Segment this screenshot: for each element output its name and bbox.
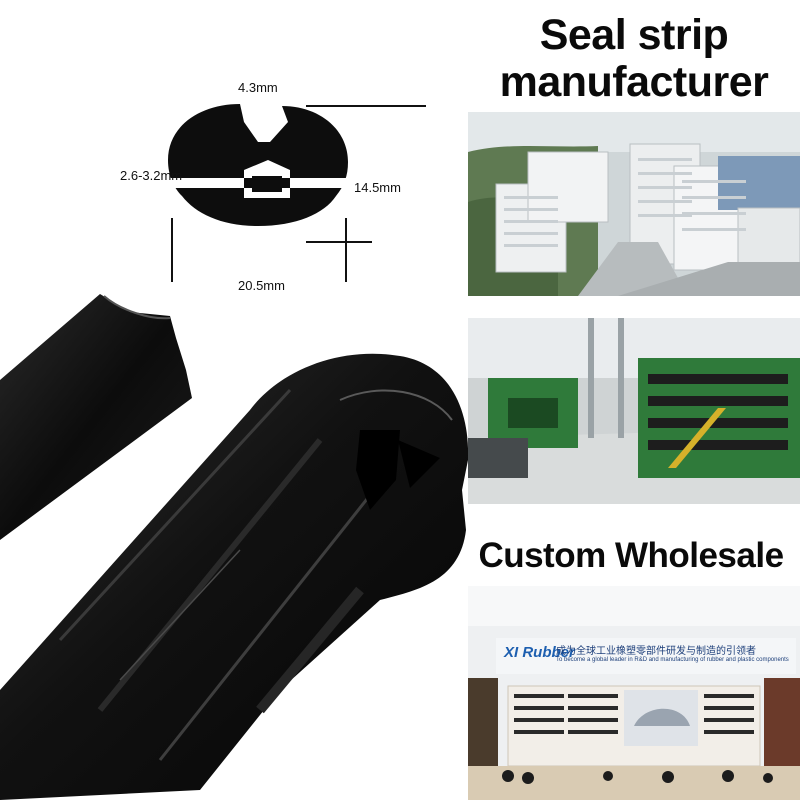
dim-label-bottom-width: 20.5mm [238, 278, 285, 293]
production-floor-photo [468, 318, 800, 504]
banner-english-slogan: To become a global leader in R&D and man… [556, 657, 789, 663]
showroom-banner: XI Rubber 成为全球工业橡塑零部件研发与制造的引领者 To become… [496, 638, 796, 674]
rubber-strip-photo [0, 294, 469, 800]
heading-line-2: manufacturer [499, 58, 769, 106]
company-logo: XI Rubber [504, 644, 575, 661]
factory-aerial-photo [468, 112, 800, 296]
showroom-photo: XI Rubber 成为全球工业橡塑零部件研发与制造的引领者 To become… [468, 586, 800, 800]
back-strip [0, 294, 192, 540]
dim-label-height: 14.5mm [354, 180, 401, 195]
dim-label-top-width: 4.3mm [238, 80, 278, 95]
dim-label-slot-width: 2.6-3.2mm [120, 168, 183, 183]
heading-line-1: Seal strip [539, 11, 729, 59]
cross-section-diagram [168, 104, 426, 282]
banner-chinese-slogan: 成为全球工业橡塑零部件研发与制造的引领者 [556, 646, 756, 657]
custom-wholesale-heading: Custom Wholesale [478, 536, 784, 575]
